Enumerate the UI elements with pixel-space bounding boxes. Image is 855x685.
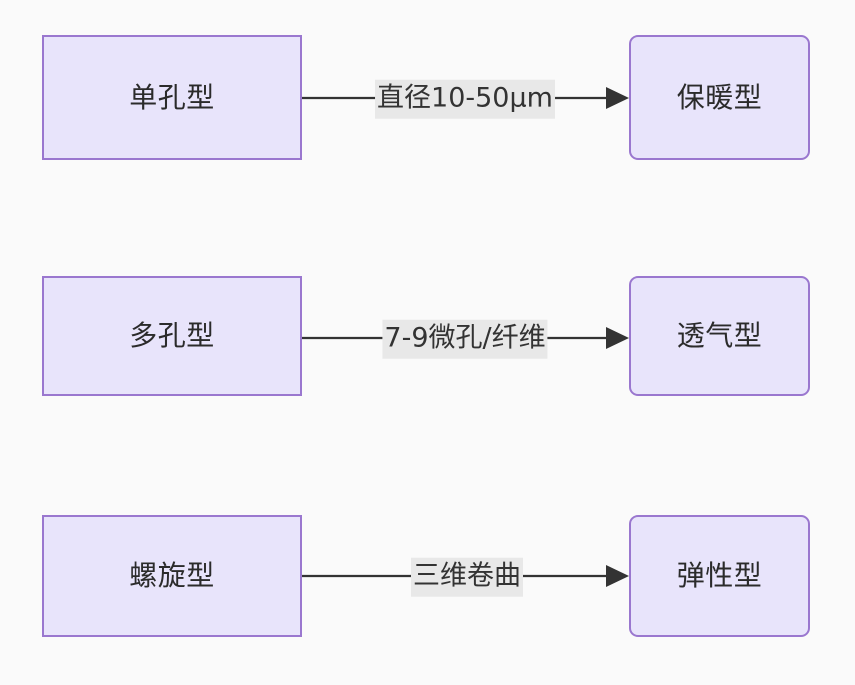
- edge-label-diameter: 直径10-50μm: [375, 79, 555, 119]
- node-warmth[interactable]: 保暖型: [629, 35, 810, 160]
- node-breathable[interactable]: 透气型: [629, 276, 810, 396]
- edge-label-micropores: 7-9微孔/纤维: [382, 319, 548, 359]
- node-label-elastic: 弹性型: [676, 559, 763, 592]
- node-multi-hole[interactable]: 多孔型: [42, 276, 302, 396]
- arrowhead-2: [606, 327, 629, 349]
- edge-label-three-dimensional-crimp: 三维卷曲: [411, 557, 523, 597]
- node-label-breathable: 透气型: [676, 319, 763, 352]
- node-single-hole[interactable]: 单孔型: [42, 35, 302, 160]
- node-spiral[interactable]: 螺旋型: [42, 515, 302, 637]
- node-label-multi-hole: 多孔型: [129, 319, 215, 352]
- node-elastic[interactable]: 弹性型: [629, 515, 810, 637]
- node-label-single-hole: 单孔型: [129, 80, 215, 114]
- arrowhead-1: [606, 87, 629, 109]
- node-label-warmth: 保暖型: [676, 80, 763, 114]
- node-label-spiral: 螺旋型: [129, 559, 215, 592]
- arrowhead-3: [606, 565, 629, 587]
